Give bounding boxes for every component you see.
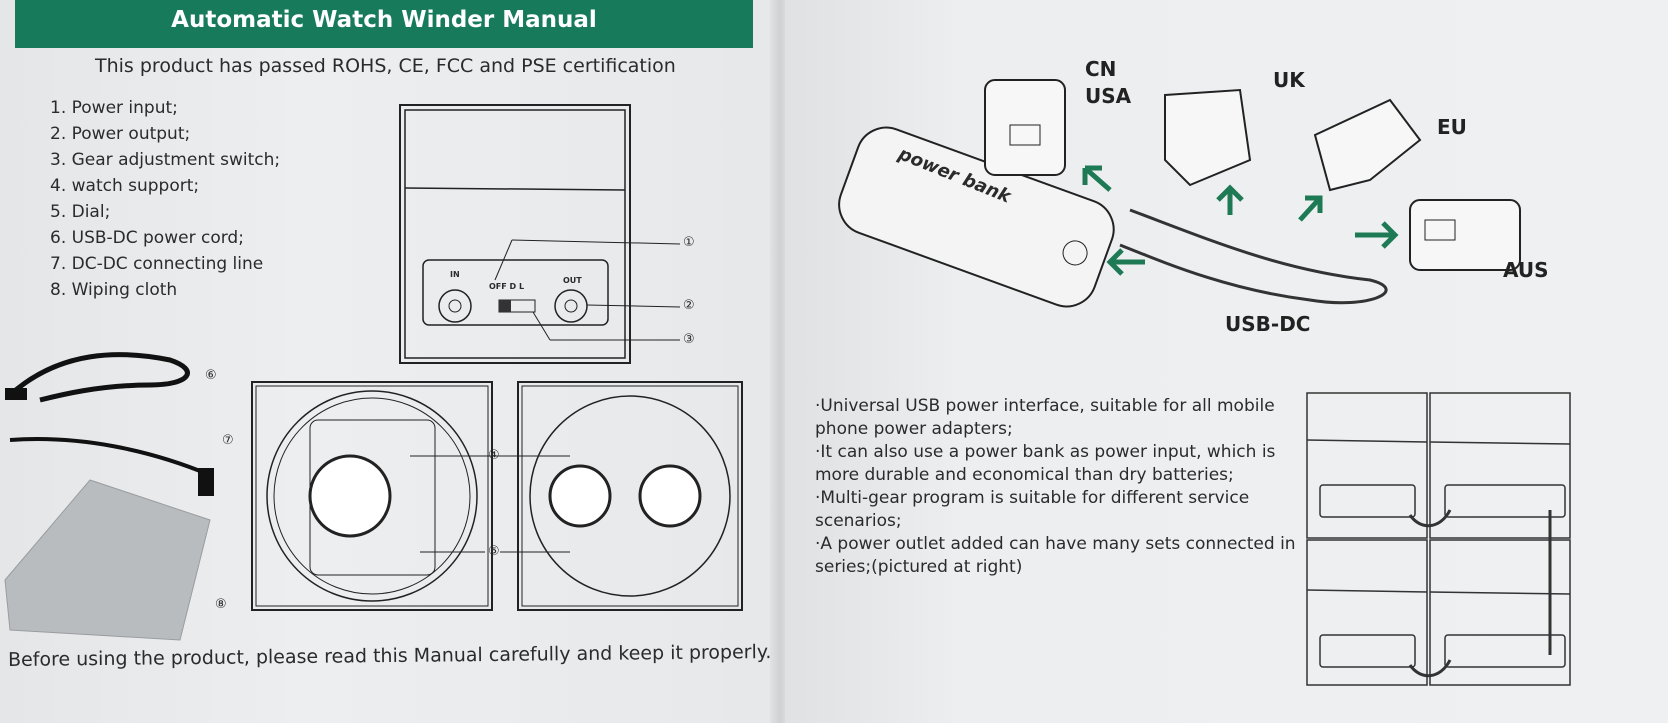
power-bank-icon	[838, 126, 1115, 308]
list-item: 3. Gear adjustment switch;	[50, 150, 281, 170]
bullet-item: ·Multi-gear program is suitable for diff…	[815, 488, 1250, 531]
cn-label: CN	[1085, 57, 1117, 81]
usb-dc-label: USB-DC	[1225, 312, 1311, 336]
switch-labels: OFF D L	[489, 282, 525, 291]
parts-list: 1. Power input; 2. Power output; 3. Gear…	[50, 95, 280, 303]
callout-1: ①	[683, 235, 695, 250]
winder-top-views	[251, 381, 743, 611]
list-item: 7. DC-DC connecting line	[50, 254, 264, 274]
uk-label: UK	[1273, 68, 1305, 92]
callout-7: ⑦	[222, 433, 234, 448]
eu-label: EU	[1437, 115, 1467, 139]
out-label: OUT	[563, 276, 582, 285]
callout-2: ②	[683, 298, 695, 313]
left-page: Automatic Watch Winder Manual This produ…	[0, 0, 775, 723]
certification-text: This product has passed ROHS, CE, FCC an…	[95, 55, 676, 77]
arrow-icons	[1082, 165, 1399, 276]
callout-5: ⑤	[488, 544, 500, 559]
in-label: IN	[450, 270, 460, 279]
usb-dc-cable-icon	[1119, 208, 1388, 305]
watch-icon	[308, 454, 392, 538]
power-options-diagram	[838, 79, 1521, 308]
feature-bullets: ·Universal USB power interface, suitable…	[815, 395, 1305, 579]
accessories-illustration	[4, 352, 214, 641]
watch-icon	[548, 464, 612, 528]
bullet-item: ·A power outlet added can have many sets…	[815, 534, 1296, 577]
winder-panel-diagram	[399, 104, 681, 364]
eu-adapter-icon	[1313, 98, 1422, 192]
callout-6: ⑥	[205, 368, 217, 383]
aus-label: AUS	[1503, 258, 1549, 282]
usa-label: USA	[1085, 84, 1132, 108]
list-item: 6. USB-DC power cord;	[50, 228, 244, 248]
usb-dc-cord-icon	[8, 352, 190, 403]
uk-adapter-icon	[1164, 88, 1252, 187]
list-item: 8. Wiping cloth	[50, 280, 178, 300]
callout-8: ⑧	[215, 597, 227, 612]
bullet-item: ·It can also use a power bank as power i…	[815, 442, 1276, 485]
cn-usa-adapter-icon	[984, 79, 1066, 176]
wiping-cloth-icon	[4, 479, 211, 641]
series-connection-diagram	[1306, 392, 1571, 686]
callout-4: ④	[488, 448, 500, 463]
list-item: 5. Dial;	[50, 202, 111, 222]
callout-3: ③	[683, 332, 695, 347]
list-item: 2. Power output;	[50, 124, 191, 144]
manual-title: Automatic Watch Winder Manual	[15, 0, 753, 48]
list-item: 1. Power input;	[50, 98, 178, 118]
bullet-item: ·Universal USB power interface, suitable…	[815, 396, 1275, 439]
dc-dc-line-icon	[9, 437, 211, 477]
input-port-icon	[438, 289, 472, 323]
list-item: 4. watch support;	[50, 176, 200, 196]
right-page: power bank CN USA UK EU AUS USB-DC ·Univ…	[785, 0, 1668, 723]
aus-adapter-icon	[1409, 199, 1521, 271]
output-port-icon	[554, 289, 588, 323]
watch-icon	[638, 464, 702, 528]
